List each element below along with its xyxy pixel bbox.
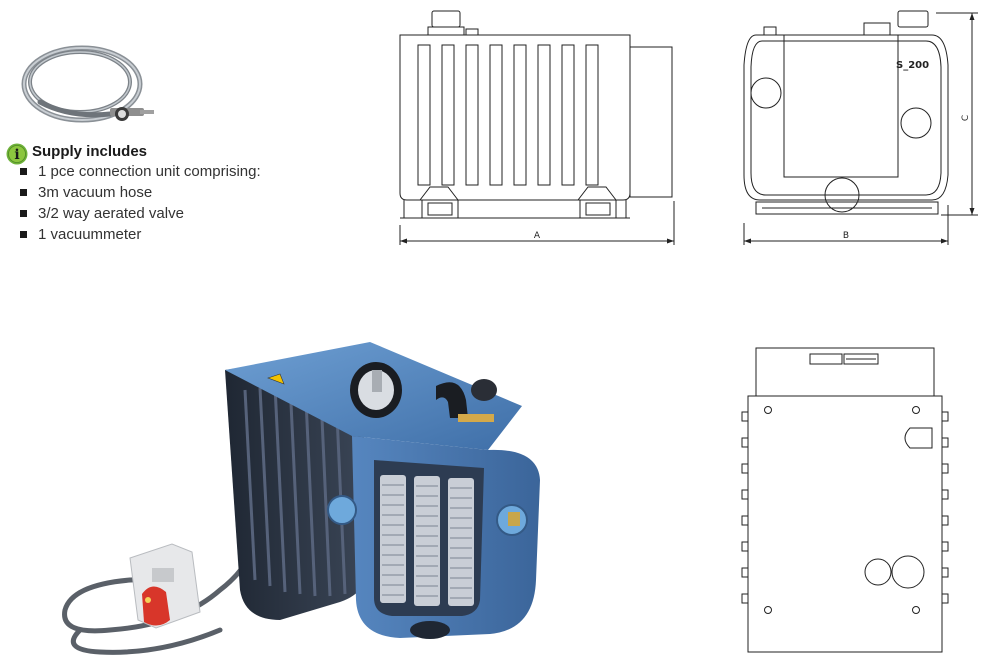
pump-bottom-view-drawing xyxy=(738,342,950,660)
pump-side-view-drawing: A xyxy=(390,5,690,255)
svg-text:i: i xyxy=(14,147,19,163)
dimension-a-label: A xyxy=(534,231,541,241)
model-label: S_200 xyxy=(896,60,929,71)
list-item: 3/2 way aerated valve xyxy=(20,203,261,224)
dimension-b-label: B xyxy=(843,231,849,241)
vacuum-pump-photo xyxy=(40,330,560,658)
list-item: 1 pce connection unit comprising: xyxy=(20,161,261,182)
supply-includes-title: Supply includes xyxy=(32,143,148,160)
dimension-c-label: C xyxy=(961,115,971,121)
list-item: 1 vacuummeter xyxy=(20,224,261,245)
pump-front-view-drawing: B C S_200 xyxy=(736,5,986,255)
info-icon: i xyxy=(6,143,28,165)
list-item: 3m vacuum hose xyxy=(20,182,261,203)
vacuum-hose-image xyxy=(10,22,160,130)
supply-list: 1 pce connection unit comprising: 3m vac… xyxy=(20,161,261,245)
